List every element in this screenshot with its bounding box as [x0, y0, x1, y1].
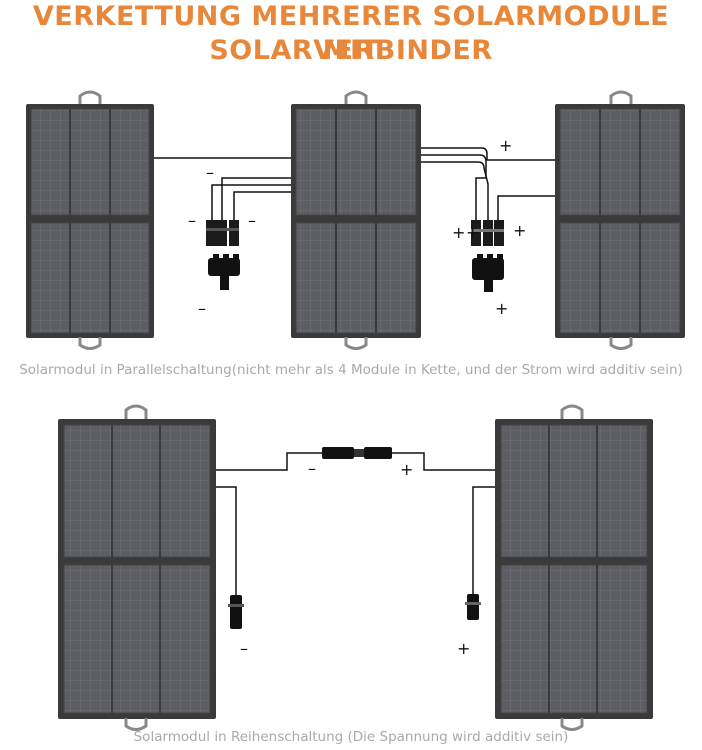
series-wiring	[216, 452, 495, 595]
solar-panel-series-1	[58, 404, 216, 731]
title-line-2: SOLARVERBINDER	[209, 35, 493, 66]
sign-pos-top: +	[499, 136, 512, 155]
parallel-positive-wiring	[421, 147, 555, 220]
sign-pos-bottom: +	[495, 299, 508, 318]
sign-neg-top: –	[206, 163, 214, 182]
solar-panel-parallel-1	[26, 90, 154, 350]
sign-neg-bottom: –	[198, 299, 206, 318]
sign-pos-left: +	[452, 223, 465, 242]
sign-pos-right: +	[513, 221, 526, 240]
parallel-caption: Solarmodul in Parallelschaltung(nicht me…	[19, 362, 683, 378]
series-positive-plug	[465, 594, 481, 620]
series-negative-plug	[228, 595, 244, 629]
sign-series-inline-neg: –	[308, 459, 316, 478]
series-inline-connector	[322, 447, 392, 459]
parallel-negative-branch-connector	[206, 220, 240, 290]
sign-series-end-neg: –	[240, 639, 248, 658]
sign-pos-mid: +	[466, 223, 479, 242]
sign-neg-left: –	[188, 211, 196, 230]
sign-series-end-pos: +	[457, 639, 470, 658]
parallel-negative-wiring	[154, 157, 291, 220]
parallel-positive-branch-connector	[471, 220, 504, 292]
solar-panel-parallel-2	[291, 90, 421, 350]
series-caption: Solarmodul in Reihenschaltung (Die Spann…	[133, 729, 569, 745]
solar-panel-series-2	[495, 404, 653, 731]
sign-series-inline-pos: +	[400, 460, 413, 479]
sign-neg-right: –	[248, 211, 256, 230]
title-line-1: VERKETTUNG MEHRERER SOLARMODULE MIT	[32, 1, 670, 66]
solar-panel-parallel-3	[555, 90, 685, 350]
